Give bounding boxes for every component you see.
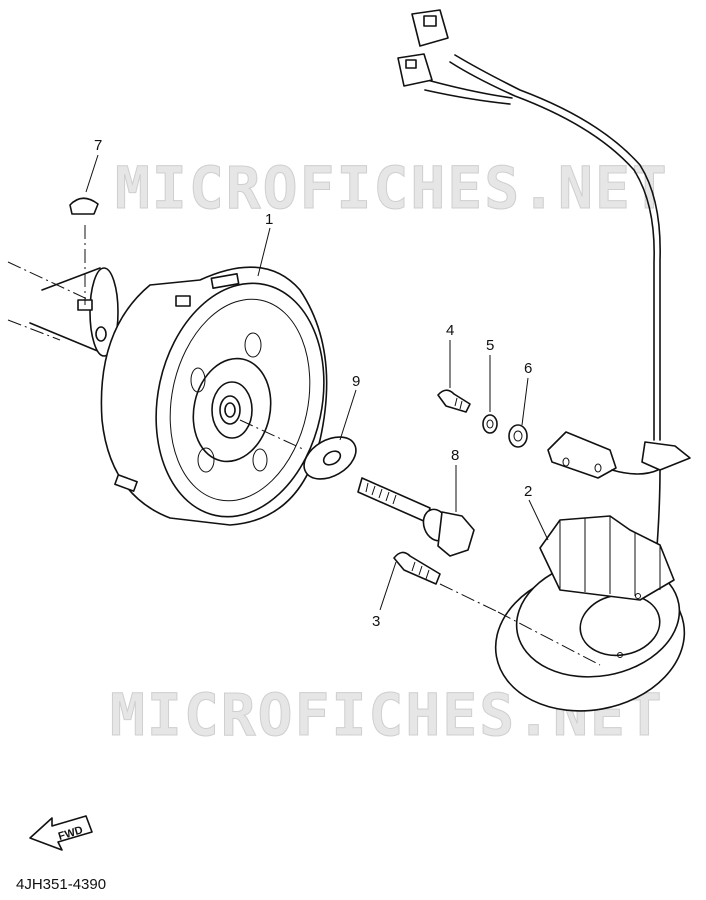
- diagram-code: 4JH351-4390: [16, 876, 106, 893]
- leader-lines: [85, 154, 549, 611]
- wire-clamp: [547, 431, 617, 479]
- flange-bolt: [357, 477, 475, 557]
- callout-5: 5: [486, 337, 494, 354]
- callout-8: 8: [451, 447, 459, 464]
- plain-washer: [508, 424, 528, 448]
- fwd-arrow-icon: FWD: [29, 815, 93, 851]
- watermark-top: MICROFICHES.NET: [115, 154, 669, 222]
- callout-9: 9: [352, 373, 360, 390]
- connector-upper: [411, 9, 449, 47]
- wiring-harness: [397, 9, 691, 601]
- stator-coil: [494, 515, 686, 712]
- stator-screw: [393, 551, 499, 613]
- crankshaft-end: [7, 261, 119, 357]
- callout-3: 3: [372, 613, 380, 630]
- woodruff-key: [69, 197, 99, 305]
- callout-4: 4: [446, 322, 454, 339]
- callout-7: 7: [94, 137, 102, 154]
- spring-washer: [482, 414, 498, 434]
- connector-lower: [397, 53, 433, 87]
- callout-1: 1: [265, 211, 273, 228]
- clamp-screw: [437, 389, 471, 413]
- flywheel-rotor: [100, 266, 328, 526]
- callout-6: 6: [524, 360, 532, 377]
- washer: [239, 419, 357, 480]
- callout-2: 2: [524, 483, 532, 500]
